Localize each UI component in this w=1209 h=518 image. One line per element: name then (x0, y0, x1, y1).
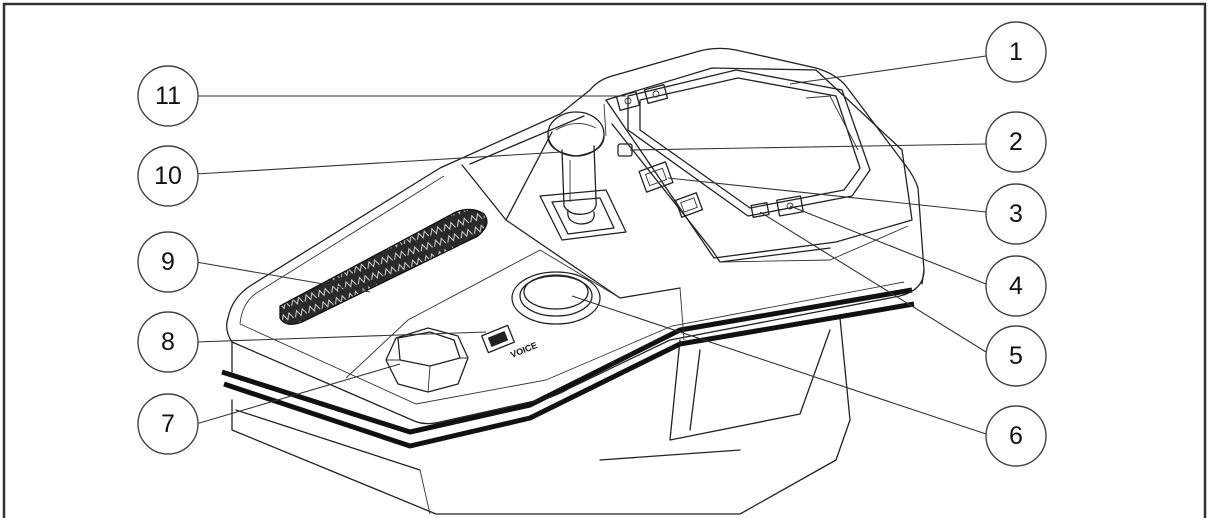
callout-10: 10 (137, 145, 199, 207)
callout-7: 7 (137, 393, 199, 455)
callouts: 1 2 3 4 5 6 7 8 (137, 21, 1047, 467)
callout-7-number: 7 (161, 410, 175, 438)
callout-8: 8 (137, 311, 199, 373)
callout-1-number: 1 (1009, 38, 1023, 66)
callout-11: 11 (137, 65, 199, 127)
callout-1: 1 (985, 21, 1047, 83)
callout-9-number: 9 (161, 248, 175, 276)
callout-9: 9 (137, 231, 199, 293)
callout-11-number: 11 (155, 82, 181, 110)
callout-4: 4 (985, 255, 1047, 317)
leader-lines (195, 55, 987, 435)
callout-10-number: 10 (154, 162, 182, 190)
callout-2: 2 (985, 111, 1047, 173)
callout-6-number: 6 (1009, 422, 1023, 450)
callout-6: 6 (985, 405, 1047, 467)
console-body: VOICE (221, 47, 925, 515)
callout-5-number: 5 (1009, 342, 1023, 370)
callout-3: 3 (985, 183, 1047, 245)
callout-5: 5 (985, 325, 1047, 387)
callout-2-number: 2 (1009, 128, 1023, 156)
callout-4-number: 4 (1009, 272, 1023, 300)
callout-3-number: 3 (1009, 200, 1023, 228)
callout-8-number: 8 (161, 328, 175, 356)
